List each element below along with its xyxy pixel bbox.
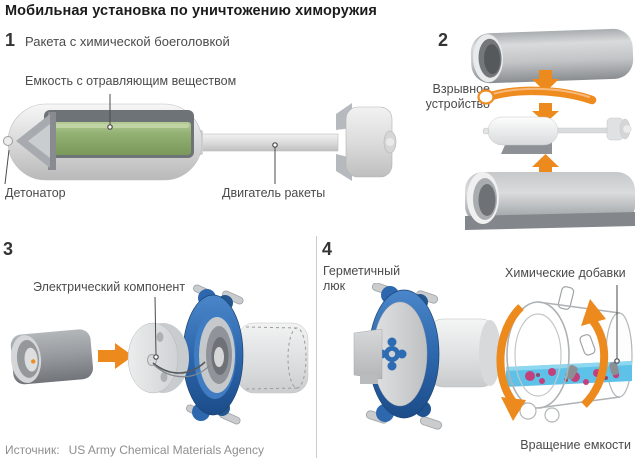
callout-lines bbox=[4, 94, 278, 185]
nose-cone bbox=[16, 112, 56, 170]
section-1-heading: Ракета с химической боеголовкой bbox=[25, 34, 230, 49]
rotation-arrow-left-icon bbox=[496, 304, 526, 421]
section-divider bbox=[316, 236, 317, 458]
neutralization-illustration bbox=[353, 283, 633, 430]
agent-container bbox=[50, 122, 191, 155]
section-2-number: 2 bbox=[438, 30, 449, 50]
pipe-top bbox=[470, 28, 634, 84]
label-rocket-engine: Двигатель ракеты bbox=[222, 186, 326, 200]
component-assembly-illustration bbox=[10, 284, 309, 425]
electric-wires bbox=[152, 361, 210, 378]
sealed-hatch-assembly bbox=[353, 283, 501, 430]
section-3-number: 3 bbox=[3, 239, 14, 259]
fuze-canister bbox=[10, 329, 94, 385]
source-prefix: Источник: bbox=[5, 443, 60, 457]
label-sealed-hatch: Герметичный люк bbox=[323, 264, 401, 293]
label-explosive-device: Взрывное устройство bbox=[425, 82, 490, 111]
rotation-arrow-right-icon bbox=[581, 299, 609, 408]
explosive-cord bbox=[477, 86, 597, 105]
label-chemical-additives: Химические добавки bbox=[505, 266, 626, 280]
blue-flange bbox=[182, 284, 244, 425]
arrow-right-icon bbox=[98, 343, 133, 369]
callout-lines bbox=[614, 285, 620, 364]
label-container-rotation: Вращение емкости bbox=[520, 438, 631, 452]
page-title: Мобильная установка по уничтожению химор… bbox=[5, 3, 377, 19]
source-agency: US Army Chemical Materials Agency bbox=[68, 443, 264, 457]
rocket-tail-fins bbox=[336, 103, 397, 181]
detonator-tip bbox=[3, 136, 13, 146]
source-line: Источник: US Army Chemical Materials Agen… bbox=[5, 443, 264, 457]
burster-disc bbox=[127, 322, 189, 394]
rocket-motor-tube bbox=[196, 130, 339, 155]
arrow-up-icon bbox=[532, 154, 559, 176]
rocket-cutaway-illustration bbox=[3, 94, 397, 185]
tube-assembly-illustration bbox=[465, 28, 635, 230]
pipe-bottom bbox=[465, 172, 635, 230]
label-agent-container: Емкость с отравляющим веществом bbox=[25, 74, 237, 88]
shell-dashed-cylinder bbox=[237, 322, 309, 394]
arrow-down-icon bbox=[532, 70, 559, 92]
section-4-number: 4 bbox=[322, 239, 333, 259]
callout-lines bbox=[153, 296, 159, 360]
warhead-capsule bbox=[3, 103, 203, 181]
label-electrical-component: Электрический компонент bbox=[33, 280, 186, 294]
label-detonator: Детонатор bbox=[5, 186, 66, 200]
section-1-number: 1 bbox=[5, 30, 16, 50]
rocket-in-tray bbox=[482, 116, 632, 154]
